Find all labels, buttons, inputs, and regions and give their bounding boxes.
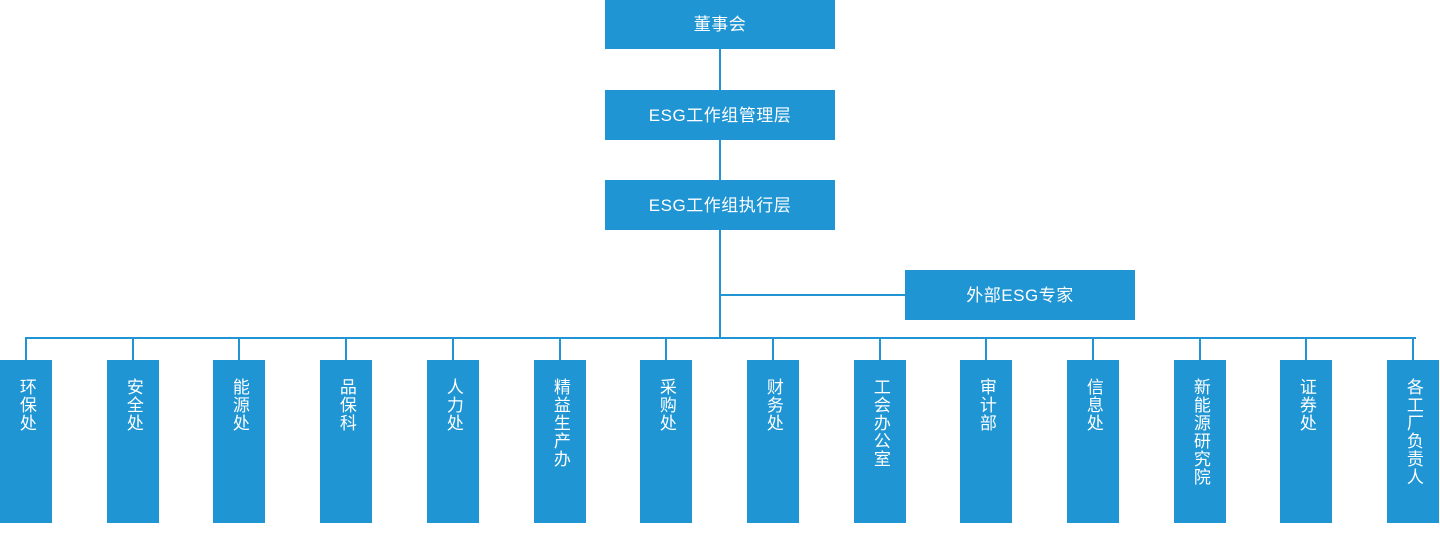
node-management-label: ESG工作组管理层 (648, 105, 792, 125)
connector-stub-department (1412, 337, 1414, 360)
connector-stub-department (665, 337, 667, 360)
node-department[interactable]: 能源处 (213, 360, 265, 523)
node-department[interactable]: 安全处 (107, 360, 159, 523)
connector-stub-department (985, 337, 987, 360)
node-department[interactable]: 信息处 (1067, 360, 1119, 523)
connector-department-bus (25, 337, 1416, 339)
node-department-label: 精益生产办 (550, 378, 570, 468)
node-department-label: 能源处 (229, 378, 249, 432)
node-department-label: 审计部 (976, 378, 996, 432)
connector-execution-trunk (719, 230, 721, 339)
node-department-label: 环保处 (16, 378, 36, 432)
node-board-of-directors[interactable]: 董事会 (605, 0, 835, 49)
node-department[interactable]: 品保科 (320, 360, 372, 523)
node-department-label: 采购处 (656, 378, 676, 432)
connector-stub-department (1305, 337, 1307, 360)
node-department[interactable]: 精益生产办 (534, 360, 586, 523)
node-department-label: 新能源研究院 (1190, 378, 1210, 486)
node-department-label: 各工厂负责人 (1403, 378, 1423, 486)
connector-board-to-management (719, 49, 721, 90)
node-department[interactable]: 采购处 (640, 360, 692, 523)
node-department[interactable]: 人力处 (427, 360, 479, 523)
node-department[interactable]: 工会办公室 (854, 360, 906, 523)
connector-stub-department (1092, 337, 1094, 360)
node-esg-execution-layer[interactable]: ESG工作组执行层 (605, 180, 835, 230)
node-department[interactable]: 证券处 (1280, 360, 1332, 523)
node-department[interactable]: 审计部 (960, 360, 1012, 523)
connector-stub-department (345, 337, 347, 360)
connector-stub-department (238, 337, 240, 360)
connector-stub-department (25, 337, 27, 360)
node-department[interactable]: 新能源研究院 (1174, 360, 1226, 523)
node-department[interactable]: 环保处 (0, 360, 52, 523)
node-department-label: 人力处 (443, 378, 463, 432)
node-department-label: 安全处 (123, 378, 143, 432)
node-external-esg-expert[interactable]: 外部ESG专家 (905, 270, 1135, 320)
node-department-label: 品保科 (336, 378, 356, 432)
connector-stub-department (772, 337, 774, 360)
connector-management-to-execution (719, 140, 721, 180)
node-esg-management-layer[interactable]: ESG工作组管理层 (605, 90, 835, 140)
node-department-label: 工会办公室 (870, 378, 890, 468)
node-department[interactable]: 财务处 (747, 360, 799, 523)
connector-stub-department (1199, 337, 1201, 360)
node-execution-label: ESG工作组执行层 (648, 195, 792, 215)
connector-stub-department (132, 337, 134, 360)
connector-trunk-to-external-expert (719, 294, 905, 296)
node-department[interactable]: 各工厂负责人 (1387, 360, 1439, 523)
node-external-label: 外部ESG专家 (966, 285, 1074, 305)
node-department-label: 证券处 (1296, 378, 1316, 432)
connector-stub-department (559, 337, 561, 360)
connector-stub-department (452, 337, 454, 360)
connector-stub-department (879, 337, 881, 360)
node-board-label: 董事会 (693, 15, 747, 34)
node-department-label: 财务处 (763, 378, 783, 432)
node-department-label: 信息处 (1083, 378, 1103, 432)
